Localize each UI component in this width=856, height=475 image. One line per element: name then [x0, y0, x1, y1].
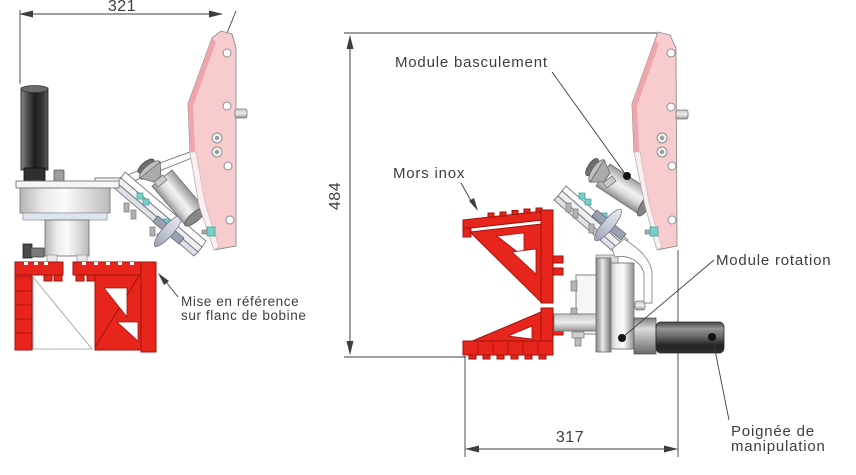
- label-mors-inox: Mors inox: [393, 165, 478, 211]
- drive-shaft: [553, 313, 599, 332]
- handle-grip: [655, 321, 725, 354]
- dim-side-width-value: 317: [556, 429, 584, 446]
- label-rotation-text: Module rotation: [716, 252, 831, 269]
- plate-hole: [222, 48, 232, 58]
- bent-bracket: [611, 238, 653, 304]
- jaws-side: [462, 207, 564, 360]
- label-poignee-line1: Poignée de: [731, 423, 815, 440]
- side-view: 484 317: [327, 31, 831, 457]
- jaw-disc: [594, 208, 622, 242]
- teal-bolt: [206, 226, 216, 237]
- reference-bracket-front: [14, 261, 157, 353]
- plate-stub: [234, 108, 248, 119]
- jaw-top-column: [540, 209, 554, 304]
- bracket-top-bar: [14, 261, 64, 276]
- dimension-front-width: 321: [19, 0, 237, 84]
- rotation-drum: [19, 187, 111, 214]
- module-flange: [595, 257, 612, 353]
- spindle-front: [15, 85, 120, 263]
- rotation-module: [595, 238, 653, 353]
- plate-hole: [667, 215, 677, 225]
- clamp-pad: [584, 198, 592, 206]
- label-mise-line1: Mise en référence: [181, 294, 299, 309]
- plate-hole: [666, 102, 676, 112]
- plate-stub: [675, 109, 689, 120]
- plate-hole: [223, 161, 233, 171]
- plate-hole: [666, 48, 676, 58]
- handle-front: [20, 87, 49, 171]
- clamp-pad: [142, 198, 150, 206]
- jaw-bottom-column: [540, 307, 554, 342]
- plate-hole: [667, 161, 677, 171]
- label-mise-reference: Mise en référence sur flanc de bobine: [158, 273, 306, 323]
- label-poignee: Poignée de manipulation: [708, 333, 826, 455]
- dim-front-width-value: 321: [108, 0, 136, 15]
- label-poignee-line2: manipulation: [731, 438, 826, 455]
- clamp-pad: [136, 192, 144, 200]
- dim-side-height-value: 484: [327, 182, 344, 210]
- handle-collar: [633, 317, 657, 355]
- label-module-rotation: Module rotation: [618, 252, 831, 342]
- plate-hole: [225, 215, 235, 225]
- mount-plate-side: [631, 31, 689, 251]
- label-module-basculement: Module basculement: [395, 54, 631, 180]
- label-mise-line2: sur flanc de bobine: [181, 308, 306, 323]
- label-basculement-text: Module basculement: [395, 54, 548, 71]
- tilt-module-front: [112, 158, 207, 257]
- teal-bolt: [649, 226, 659, 237]
- front-view: 321: [14, 0, 306, 353]
- module-body: [610, 262, 635, 350]
- knob-cone: [589, 159, 611, 183]
- plate-hole: [222, 101, 232, 111]
- bracket-right-leg: [140, 261, 157, 353]
- clamp-pad: [578, 192, 586, 200]
- mount-plate-front: [187, 30, 248, 251]
- bracket-gusset: [94, 274, 142, 351]
- gearbox-side: [553, 274, 599, 347]
- handle-side: [633, 317, 725, 355]
- knob-cone: [139, 161, 162, 183]
- dimension-side-height: 484: [327, 32, 657, 358]
- label-mors-text: Mors inox: [393, 165, 465, 182]
- dimension-side-width: 317: [464, 250, 679, 457]
